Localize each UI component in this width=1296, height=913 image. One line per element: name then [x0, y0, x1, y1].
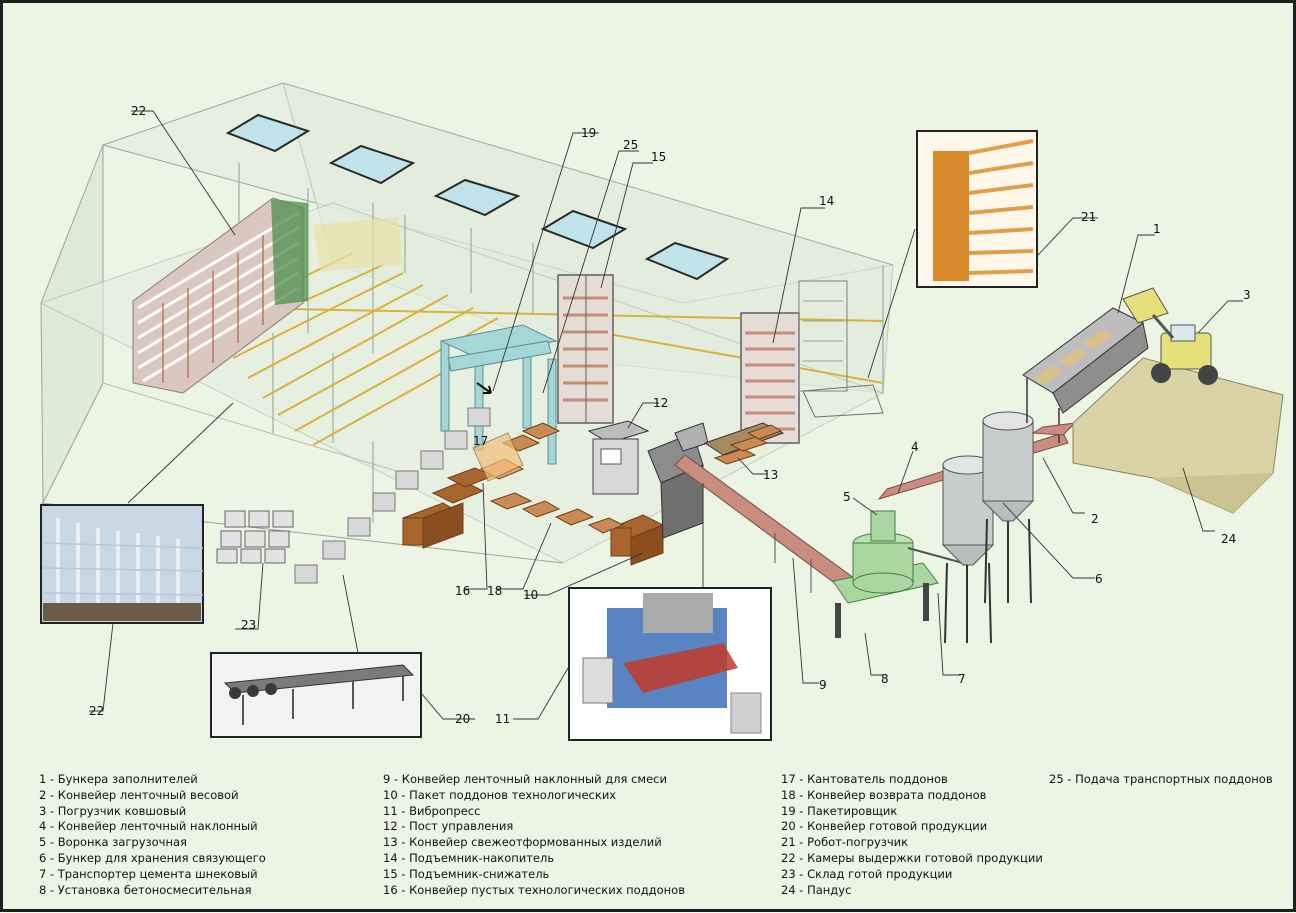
callout-19: 19	[581, 126, 596, 140]
legend-item: 20 - Конвейер готовой продукции	[781, 819, 988, 834]
callout-22-bottom: 22	[89, 704, 104, 718]
callout-4: 4	[911, 440, 919, 454]
screw-conveyor	[907, 547, 964, 564]
concrete-mixer	[832, 510, 939, 638]
legend-item: 9 - Конвейер ленточный наклонный для сме…	[383, 772, 667, 786]
legend-item: 18 - Конвейер возврата поддонов	[781, 787, 987, 802]
curing-chambers	[132, 197, 308, 394]
inset-curing-chambers	[40, 504, 204, 624]
callout-13: 13	[763, 468, 778, 482]
callout-7: 7	[958, 672, 966, 686]
callout-10: 10	[523, 588, 538, 602]
callout-20: 20	[455, 712, 470, 726]
legend-item: 15 - Подъемник-снижатель	[383, 866, 550, 881]
legend-item: 22 - Камеры выдержки готовой продукции	[781, 850, 1043, 865]
callout-17: 17	[473, 434, 488, 448]
callout-18: 18	[487, 584, 502, 598]
bucket-loader	[1122, 287, 1218, 385]
legend-item: 3 - Погрузчик ковшовый	[39, 803, 187, 818]
legend-column-3: 17 - Кантователь поддонов 18 - Конвейер …	[781, 772, 1043, 898]
legend-item: 1 - Бункера заполнителей	[39, 772, 198, 786]
plant-diagram: 1 2 3 4 5 6 7 8 9 10 11 12 13 14 15 16 1…	[39, 82, 1284, 741]
lift-accumulator	[740, 280, 884, 444]
legend-item: 13 - Конвейер свежеотформованных изделий	[383, 835, 662, 850]
leader-lines	[89, 110, 1243, 720]
callout-25: 25	[623, 138, 638, 152]
legend-item: 24 - Пандус	[781, 882, 852, 897]
legend-item: 21 - Робот-погрузчик	[781, 835, 909, 850]
product-stacks	[294, 407, 491, 584]
legend-item: 19 - Пакетировщик	[781, 803, 898, 818]
legend-item: 16 - Конвейер пустых технологических под…	[383, 882, 685, 897]
inset-robot-loader	[916, 130, 1038, 288]
callout-6: 6	[1095, 572, 1103, 586]
callout-21: 21	[1081, 210, 1096, 224]
legend-column-2: 9 - Конвейер ленточный наклонный для сме…	[383, 772, 685, 898]
callout-11: 11	[495, 712, 510, 726]
building-edge	[102, 382, 404, 474]
legend-item: 25 - Подача транспортных поддонов	[1049, 772, 1273, 786]
legend-item: 2 - Конвейер ленточный весовой	[39, 787, 239, 802]
pallets	[401, 422, 665, 566]
legend-column-4: 25 - Подача транспортных поддонов	[1049, 772, 1273, 788]
weigh-conveyor	[1031, 422, 1077, 436]
callout-9: 9	[819, 678, 827, 692]
fresh-products-conveyor	[713, 424, 783, 465]
callout-24: 24	[1221, 532, 1236, 546]
packager-frame	[439, 324, 558, 465]
legend-item: 17 - Кантователь поддонов	[781, 772, 948, 786]
callout-23: 23	[241, 618, 256, 632]
arrow-icon	[476, 382, 492, 394]
legend-item: 8 - Установка бетоносмесительная	[39, 882, 252, 897]
rail-platform	[313, 217, 403, 271]
callout-15: 15	[651, 150, 666, 164]
legend-item: 7 - Транспортер цемента шнековый	[39, 866, 258, 881]
legend-item: 4 - Конвейер ленточный наклонный	[39, 819, 258, 834]
callout-12: 12	[653, 396, 668, 410]
callout-5: 5	[843, 490, 851, 504]
aggregate-hoppers	[1022, 307, 1149, 443]
legend-item: 23 - Склад готой продукции	[781, 866, 953, 881]
inset-vibropress	[568, 587, 772, 741]
ramp-slope	[1153, 473, 1273, 513]
legend-item: 12 - Пост управления	[383, 819, 514, 834]
callout-2: 2	[1091, 512, 1099, 526]
callout-1: 1	[1153, 222, 1161, 236]
callout-14: 14	[819, 194, 834, 208]
legend-item: 6 - Бункер для хранения связующего	[39, 850, 266, 865]
legend-item: 11 - Вибропресс	[383, 803, 481, 818]
pallet-tilter	[472, 432, 524, 482]
legend-item: 10 - Пакет поддонов технологических	[383, 787, 617, 802]
callout-numbers: 1 2 3 4 5 6 7 8 9 10 11 12 13 14 15 16 1…	[89, 104, 1251, 726]
skylights	[225, 113, 730, 281]
legend-item: 5 - Воронка загрузочная	[39, 835, 187, 850]
lift-lowerer	[557, 274, 614, 424]
callout-22-top: 22	[131, 104, 146, 118]
control-post	[587, 420, 650, 495]
callout-16: 16	[455, 584, 470, 598]
warehouse-stacks	[216, 510, 294, 564]
callout-8: 8	[881, 672, 889, 686]
legend-column-1: 1 - Бункера заполнителей 2 - Конвейер ле…	[39, 772, 266, 898]
cement-silos	[941, 411, 1035, 644]
legend-item: 14 - Подъемник-накопитель	[383, 850, 555, 865]
inset-product-conveyor	[210, 652, 422, 738]
callout-3: 3	[1243, 288, 1251, 302]
